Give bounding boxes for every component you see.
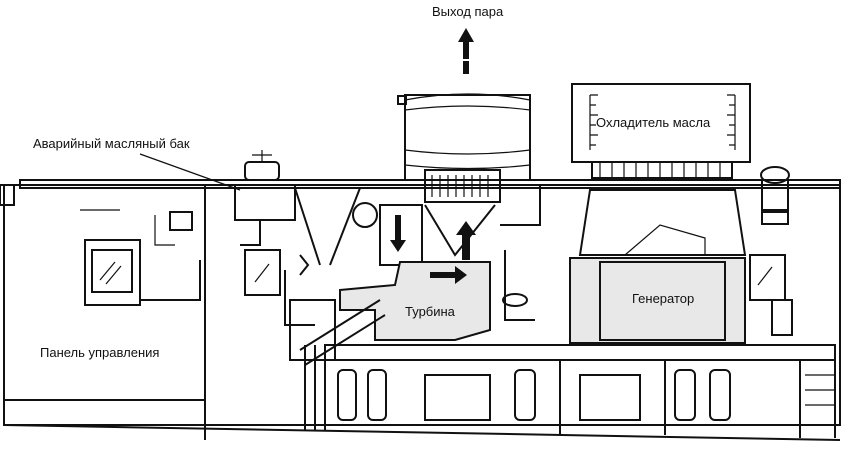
generator (569, 166, 793, 344)
turbine-label: Турбина (405, 304, 456, 319)
turbine (289, 169, 541, 366)
steam-exit-arrow-icon (458, 28, 474, 74)
oil-cooler (571, 83, 751, 179)
steam-exit-label: Выход пара (432, 4, 504, 19)
leader-line (139, 153, 241, 191)
generator-label: Генератор (632, 291, 694, 306)
oil-cooler-label: Охладитель масла (596, 115, 711, 130)
base-frame (304, 344, 836, 438)
emergency-oil-tank-label: Аварийный масляный бак (33, 136, 190, 151)
emergency-oil-tank (234, 150, 296, 246)
middle-room (244, 187, 361, 326)
control-panel-label: Панель управления (40, 345, 159, 360)
control-panel (80, 209, 201, 306)
steam-stack (397, 93, 531, 181)
container-body (0, 179, 841, 441)
